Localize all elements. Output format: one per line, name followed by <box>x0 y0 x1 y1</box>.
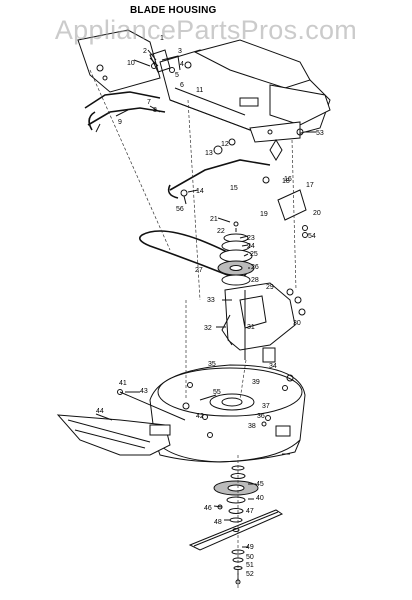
part-label-29: 29 <box>266 284 274 291</box>
part-label-25: 25 <box>250 251 258 258</box>
part-label-8: 8 <box>153 107 157 114</box>
part-label-52: 52 <box>246 571 254 578</box>
part-label-1: 1 <box>160 35 164 42</box>
part-label-46: 46 <box>204 505 212 512</box>
idler-arm-assembly <box>167 129 308 238</box>
part-label-20: 20 <box>313 210 321 217</box>
part-label-34: 34 <box>269 363 277 370</box>
part-label-21: 21 <box>210 216 218 223</box>
pulley-stack <box>217 221 255 286</box>
part-label-54: 54 <box>308 233 316 240</box>
part-number-labels: 1 2 3 4 5 6 7 8 9 10 11 12 13 14 15 16 1… <box>96 35 324 578</box>
part-label-38: 38 <box>248 423 256 430</box>
part-label-6: 6 <box>180 82 184 89</box>
part-label-35: 35 <box>208 361 216 368</box>
part-label-39: 39 <box>252 379 260 386</box>
part-label-51: 51 <box>246 562 254 569</box>
part-label-24: 24 <box>247 243 255 250</box>
watermark-text: AppliancePartsPros.com <box>54 15 358 45</box>
part-label-37: 37 <box>262 403 270 410</box>
part-label-49: 49 <box>246 544 254 551</box>
part-label-32: 32 <box>204 325 212 332</box>
part-label-23: 23 <box>247 235 255 242</box>
chassis-frame <box>77 29 331 143</box>
part-label-7: 7 <box>147 99 151 106</box>
part-label-2: 2 <box>143 48 147 55</box>
part-label-36: 36 <box>257 413 265 420</box>
spindle-bracket <box>221 282 306 363</box>
part-label-50: 50 <box>246 554 254 561</box>
leader-lines <box>95 49 316 548</box>
part-label-44: 44 <box>96 408 104 415</box>
part-label-41: 41 <box>119 380 127 387</box>
lift-linkage <box>84 49 181 131</box>
part-label-47: 47 <box>246 508 254 515</box>
part-label-15: 15 <box>230 185 238 192</box>
part-label-12: 12 <box>221 141 229 148</box>
diagram-title: BLADE HOUSING <box>130 5 217 16</box>
part-label-9: 9 <box>118 119 122 126</box>
part-label-26: 26 <box>251 264 259 271</box>
part-label-18: 18 <box>282 178 290 185</box>
part-label-56: 56 <box>176 206 184 213</box>
mower-blade <box>188 509 284 551</box>
part-label-19: 19 <box>260 211 268 218</box>
alignment-lines <box>89 69 297 590</box>
part-label-30: 30 <box>293 320 301 327</box>
part-label-13: 13 <box>205 150 213 157</box>
discharge-chute <box>56 389 213 456</box>
part-label-3: 3 <box>178 48 182 55</box>
part-label-16: 16 <box>284 176 292 183</box>
blade-bolt-hardware <box>217 504 245 585</box>
part-label-14: 14 <box>196 188 204 195</box>
part-label-42: 42 <box>196 413 204 420</box>
part-label-10: 10 <box>127 60 135 67</box>
part-label-31: 31 <box>247 324 255 331</box>
part-label-28: 28 <box>251 277 259 284</box>
part-label-45: 45 <box>256 481 264 488</box>
part-label-5: 5 <box>175 72 179 79</box>
part-label-48: 48 <box>214 519 222 526</box>
part-label-33: 33 <box>207 297 215 304</box>
part-label-11: 11 <box>196 87 203 94</box>
part-label-43: 43 <box>140 388 148 395</box>
part-label-55: 55 <box>213 389 221 396</box>
part-label-53: 53 <box>316 130 324 137</box>
part-label-40: 40 <box>256 495 264 502</box>
blade-housing-deck <box>149 364 306 463</box>
part-label-22: 22 <box>217 228 225 235</box>
part-label-17: 17 <box>306 182 314 189</box>
part-label-4: 4 <box>180 61 184 68</box>
part-label-27: 27 <box>195 267 203 274</box>
